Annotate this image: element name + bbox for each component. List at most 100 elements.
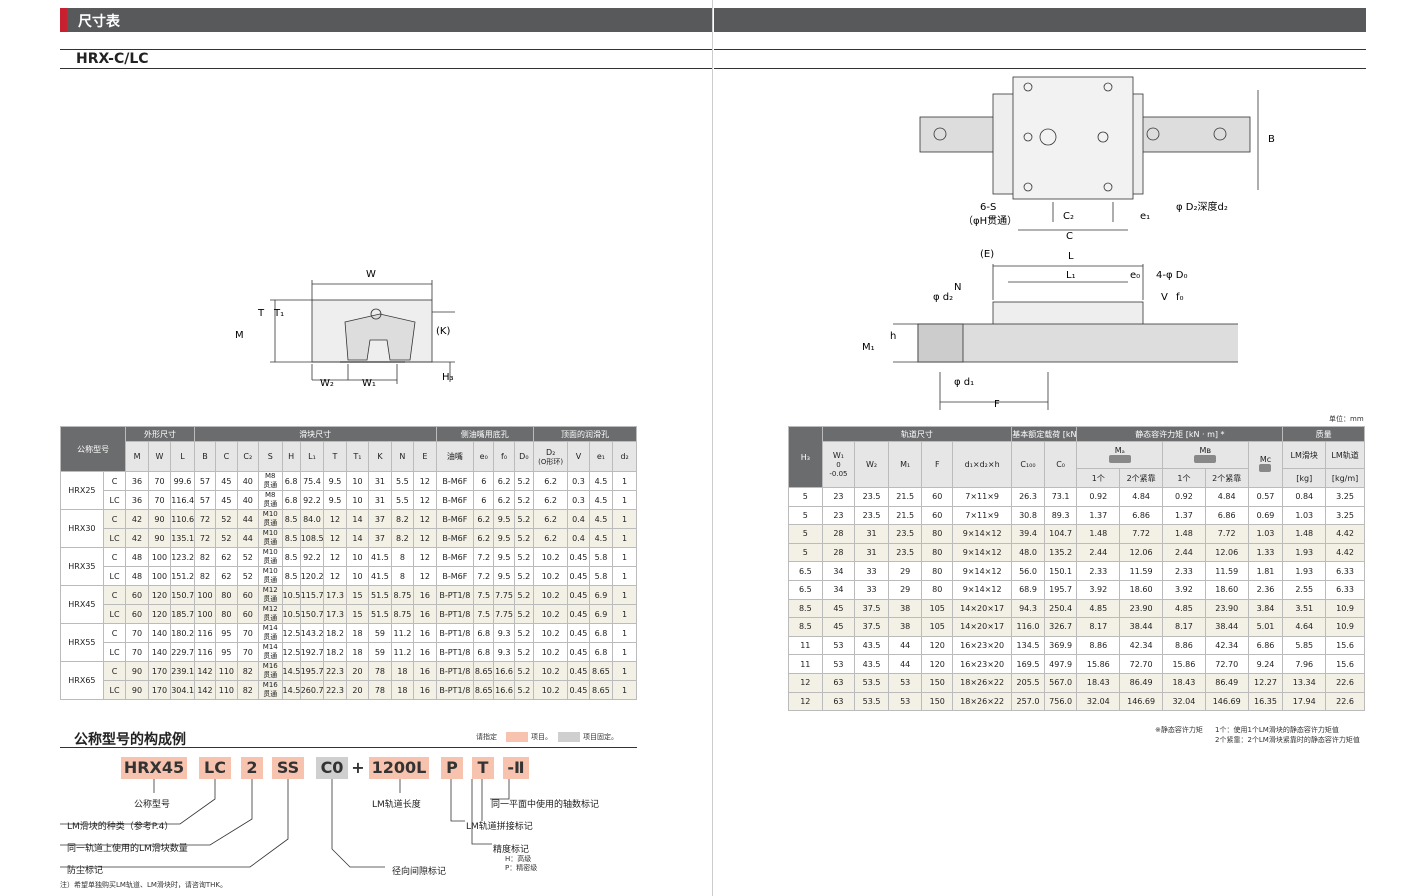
label-type: LM滑块的种类（参考P.4） bbox=[67, 822, 174, 832]
code-box-clearance: C0 bbox=[316, 757, 348, 779]
label-D2: φ D₂深度d₂ bbox=[1176, 200, 1228, 213]
table-cell: 92.2 bbox=[299, 547, 325, 567]
table-cell: 260.7 bbox=[299, 680, 325, 700]
table-cell: 4.84 bbox=[1119, 487, 1164, 507]
unit-label: 单位：mm bbox=[1329, 415, 1364, 423]
table-cell: 60 bbox=[125, 604, 149, 624]
table-cell: 146.69 bbox=[1204, 691, 1249, 712]
table-cell: 756.0 bbox=[1043, 691, 1078, 712]
table-cell: 6.8 bbox=[281, 471, 301, 491]
table-cell: 120 bbox=[921, 635, 954, 656]
table-cell: 10.2 bbox=[532, 604, 569, 624]
table-cell: 37.5 bbox=[854, 598, 889, 619]
label-W1: W₁ bbox=[362, 378, 376, 389]
col-T1: T₁ bbox=[345, 441, 370, 472]
table-cell: 0.92 bbox=[1076, 487, 1121, 507]
table-cell: 8.2 bbox=[390, 509, 415, 529]
table-cell: 105 bbox=[921, 598, 954, 619]
type-cell: C bbox=[102, 471, 127, 491]
table-cell: 53 bbox=[821, 654, 856, 674]
label-C: C bbox=[1066, 231, 1073, 242]
col-ma-two: 2个紧靠 bbox=[1119, 468, 1164, 488]
table-cell: 44 bbox=[887, 635, 923, 656]
model-cell: HRX45 bbox=[60, 585, 104, 624]
table-cell: 8.65 bbox=[588, 661, 614, 681]
table-cell: 33 bbox=[854, 579, 889, 600]
table-cell: 45 bbox=[821, 617, 856, 637]
label-K: (K) bbox=[436, 326, 450, 337]
table-cell: 45 bbox=[215, 471, 238, 491]
table-cell: 5 bbox=[788, 487, 823, 507]
table-cell: 110.6 bbox=[170, 509, 195, 529]
col-V: V bbox=[567, 441, 590, 472]
table-cell: 40 bbox=[236, 490, 259, 510]
col-B: B bbox=[193, 441, 217, 472]
table-cell: 9.5 bbox=[493, 566, 515, 586]
type-cell: LC bbox=[102, 642, 127, 662]
mb-block-icon bbox=[1194, 454, 1217, 463]
col-C2: C₂ bbox=[236, 441, 259, 472]
table-cell: 21.5 bbox=[887, 505, 923, 526]
table-cell: 10 bbox=[345, 490, 370, 510]
table-cell: 34 bbox=[821, 561, 856, 581]
table-cell: 38 bbox=[887, 617, 923, 637]
table-cell: 195.7 bbox=[299, 661, 325, 681]
table-cell: 4.5 bbox=[588, 528, 614, 548]
table-cell: 142 bbox=[193, 661, 217, 681]
table-cell: 44 bbox=[887, 654, 923, 674]
label-L: L bbox=[1068, 251, 1074, 262]
table-cell: 52 bbox=[215, 528, 238, 548]
col-L1: L₁ bbox=[299, 441, 325, 472]
table-cell: 90 bbox=[125, 680, 149, 700]
table-cell: 2.44 bbox=[1076, 542, 1121, 563]
code-box-type: LC bbox=[199, 757, 231, 779]
table-cell: 12.06 bbox=[1119, 542, 1164, 563]
cell-S-size: M14 bbox=[262, 643, 278, 652]
table-cell: 6.5 bbox=[788, 561, 823, 581]
table-cell: 26.3 bbox=[1011, 487, 1045, 507]
table-cell: 7.2 bbox=[473, 566, 495, 586]
table-cell: 22.6 bbox=[1325, 672, 1365, 693]
table-cell: 42 bbox=[125, 528, 149, 548]
table-cell: 5.2 bbox=[513, 585, 535, 605]
label-F: F bbox=[994, 399, 1000, 410]
code-box-joint: T bbox=[472, 757, 494, 779]
table-cell: 9×14×12 bbox=[952, 524, 1013, 544]
table-cell: 9.5 bbox=[493, 528, 515, 548]
table-cell: 70 bbox=[236, 623, 259, 643]
col-H: H bbox=[281, 441, 301, 472]
table-cell: 18×26×22 bbox=[952, 691, 1013, 712]
top-view-diagram: B 6-S （φH贯通） C₂ C e₁ φ D₂深度d₂ bbox=[919, 76, 1275, 242]
table-cell: 9.5 bbox=[493, 547, 515, 567]
table-cell: 6.8 bbox=[588, 642, 614, 662]
table-cell: 151.2 bbox=[170, 566, 195, 586]
table-cell: 0.57 bbox=[1247, 487, 1284, 507]
col-W1-tol-top: 0 bbox=[836, 461, 841, 469]
table-cell: 10.9 bbox=[1325, 617, 1365, 637]
col-MC-label: Mc bbox=[1259, 455, 1272, 464]
group-block: 滑块尺寸 bbox=[193, 426, 437, 442]
table-cell: 8.65 bbox=[473, 680, 495, 700]
table-cell: 1.03 bbox=[1247, 524, 1284, 544]
table-cell: 192.7 bbox=[299, 642, 325, 662]
table-cell: 57 bbox=[193, 490, 217, 510]
table-cell: 13.34 bbox=[1282, 672, 1327, 693]
section-title: 尺寸表 bbox=[78, 14, 120, 30]
table-cell: 4.5 bbox=[588, 471, 614, 491]
table-cell: 16 bbox=[413, 585, 437, 605]
table-cell: 80 bbox=[215, 604, 238, 624]
col-kgm: [kg/m] bbox=[1325, 468, 1365, 488]
table-cell: 10.2 bbox=[532, 566, 569, 586]
table-cell: 18.60 bbox=[1204, 579, 1249, 600]
table-cell: 8.5 bbox=[281, 566, 301, 586]
table-cell: 120.2 bbox=[299, 566, 325, 586]
col-d1d2h: d₁×d₂×h bbox=[952, 441, 1013, 488]
